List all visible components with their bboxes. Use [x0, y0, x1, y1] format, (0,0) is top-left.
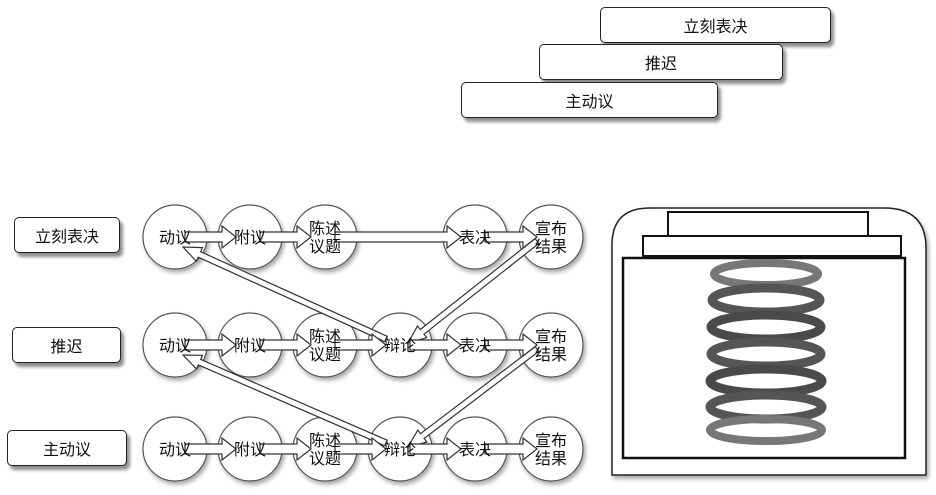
step-label: 表决 [459, 440, 491, 459]
step-label: 附议 [234, 336, 266, 355]
flow-arrow-state-to-debate [334, 332, 387, 358]
step-label: 结果 [535, 237, 567, 256]
step-label: 辩论 [384, 440, 416, 459]
step-label: 议题 [309, 345, 341, 364]
spring-press-illustration [611, 207, 927, 476]
step-label: 表决 [459, 336, 491, 355]
row-label-postpone: 推迟 [12, 327, 121, 363]
flow-arrow-vote-to-announce [484, 436, 538, 462]
step-label: 结果 [535, 345, 567, 364]
step-label: 动议 [159, 336, 191, 355]
flow-arrow-motion-to-second [184, 224, 237, 250]
spring-icon [705, 259, 827, 445]
step-label: 表决 [459, 228, 491, 247]
step-label: 陈述 [309, 431, 341, 450]
flow-arrow-state-to-debate [334, 436, 387, 462]
step-label: 辩论 [384, 336, 416, 355]
stack-label-main-motion: 主动议 [461, 82, 718, 118]
step-label: 附议 [234, 228, 266, 247]
step-label: 宣布 [535, 219, 567, 238]
step-label: 议题 [309, 449, 341, 468]
step-label: 附议 [234, 440, 266, 459]
flow-arrow-motion-to-second [184, 436, 237, 462]
flow-arrow-second-to-state [259, 436, 312, 462]
step-label: 宣布 [535, 327, 567, 346]
step-labels: 动议附议陈述议题表决宣布结果动议附议陈述议题辩论表决宣布结果动议附议陈述议题辩论… [159, 219, 567, 468]
flow-arrow-vote-to-announce [484, 332, 538, 358]
flow-arrow-vote-to-announce [484, 224, 538, 250]
step-nodes [142, 204, 584, 482]
cross-link-arrow-1 [181, 246, 388, 343]
step-label: 陈述 [309, 219, 341, 238]
flow-arrow-motion-to-second [184, 332, 237, 358]
stack-label-immediate-vote: 立刻表决 [600, 7, 831, 43]
step-label: 陈述 [309, 327, 341, 346]
step-label: 宣布 [535, 431, 567, 450]
step-label: 动议 [159, 228, 191, 247]
flow-arrow-debate-to-vote [409, 436, 462, 462]
flow-arrow-second-to-state [259, 224, 312, 250]
step-label: 议题 [309, 237, 341, 256]
flow-arrow-state-to-vote [334, 224, 462, 250]
flow-arrow-debate-to-vote [409, 332, 462, 358]
step-label: 动议 [159, 440, 191, 459]
row-label-immediate-vote: 立刻表决 [14, 217, 120, 253]
step-label: 结果 [535, 449, 567, 468]
flow-arrow-second-to-state [259, 332, 312, 358]
row-label-main-motion: 主动议 [7, 430, 127, 466]
stack-label-postpone: 推迟 [539, 44, 783, 80]
cross-link-arrow-3 [181, 354, 388, 447]
